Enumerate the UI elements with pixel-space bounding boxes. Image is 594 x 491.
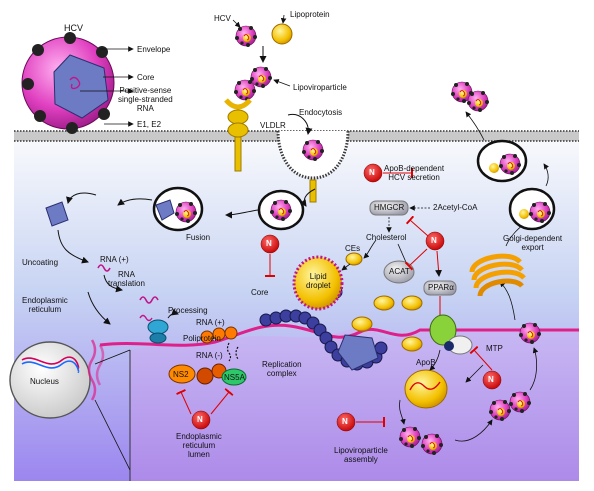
cholesterol-label: Cholesterol	[366, 233, 407, 242]
rna-translation-label: RNA translation	[108, 270, 145, 289]
ribosome-icon	[147, 319, 169, 344]
fusion-label: Fusion	[186, 233, 211, 242]
apob-secretion-label: ApoB-dependent HCV secretion	[384, 164, 445, 183]
ces-droplet-icon	[345, 252, 363, 266]
capsid-icon	[45, 201, 69, 227]
mtp-label: MTP	[486, 344, 503, 353]
er-lumen-label: Endoplasmic reticulum lumen	[176, 432, 222, 460]
ppar-label: PPARα	[428, 283, 454, 292]
inhibitor-symbol: N	[342, 417, 348, 426]
envelope-label: Envelope	[137, 45, 171, 54]
inhibitor-symbol: N	[266, 239, 272, 248]
ppar-node	[423, 280, 457, 296]
apob-label: ApoB	[416, 358, 436, 367]
ns5a-label: NS5A	[224, 373, 245, 382]
fusion-endosome-icon	[152, 186, 204, 232]
replication-complex-label: Replication complex	[262, 360, 302, 379]
lipoprotein-label: Lipoprotein	[290, 10, 330, 19]
uncoating-label: Uncoating	[22, 258, 59, 267]
inhibitor-symbol: N	[369, 168, 375, 177]
legend-virion-icon	[21, 32, 115, 134]
golgi-icon	[469, 253, 526, 297]
lipid-droplet-icon	[292, 255, 344, 311]
mtp-complex-icon	[429, 314, 473, 355]
acetyl-coa-label: 2Acetyl-CoA	[433, 203, 478, 212]
secretory-vesicle-icon	[508, 187, 556, 231]
rna-minus-label: RNA (-)	[196, 351, 223, 360]
core-replication-label: Core	[251, 288, 269, 297]
endosome-icon	[257, 189, 305, 231]
er-label: Endoplasmic reticulum	[22, 296, 68, 315]
viral-rna-icon	[97, 264, 111, 272]
inhibitor-symbol: N	[431, 236, 437, 245]
secretory-vesicle-icon	[476, 139, 528, 183]
rna-plus-label: RNA (+)	[100, 255, 129, 264]
polyprotein-chain-icon	[200, 326, 238, 344]
apob-particle-icon	[404, 369, 448, 409]
lipid-droplet-label: Lipid droplet	[306, 272, 331, 291]
nucleus-icon	[9, 341, 91, 419]
processing-label: Processing	[168, 306, 208, 315]
ns2-label: NS2	[173, 370, 189, 379]
nucleus-label: Nucleus	[30, 377, 59, 386]
er-membrane	[99, 323, 579, 347]
rna-plus-replication-label: RNA (+)	[196, 318, 225, 327]
lipoviroparticle-label: Lipoviroparticle	[293, 83, 347, 92]
acat-label: ACAT	[389, 267, 410, 276]
polyprotein-label: Poliprotein	[183, 334, 221, 343]
legend-title: HCV	[64, 23, 84, 33]
er-lumen-region	[130, 327, 579, 481]
glycoprotein-label: E1, E2	[137, 120, 162, 129]
inhibitor-symbol: N	[197, 415, 203, 424]
hmgcr-label: HMGCR	[374, 203, 405, 212]
ces-label: CEs	[345, 244, 361, 253]
golgi-export-label: Golgi-dependent export	[503, 234, 563, 253]
lipoviroparticle-icon	[233, 79, 257, 102]
core-label: Core	[137, 73, 155, 82]
translated-rna-icon	[139, 296, 159, 304]
released-virion-icon	[466, 90, 490, 113]
replication-proteins-icon	[168, 363, 247, 386]
hcv-label: HCV	[214, 14, 231, 23]
hcv-virion-icon	[234, 25, 258, 48]
vldlr-receptor-icon	[224, 98, 252, 172]
endocytosis-label: Endocytosis	[299, 108, 343, 117]
rna-label: Positive-sense single-stranded RNA	[118, 86, 173, 114]
lipoprotein-icon	[271, 23, 293, 45]
vldlr-label: VLDLR	[260, 121, 286, 130]
er-stack-icon	[87, 339, 97, 401]
vldl-particles-icon	[351, 295, 423, 352]
inhibitor-symbol: N	[488, 375, 494, 384]
assembly-label: Lipoviroparticle assembly	[334, 446, 388, 465]
hmgcr-node	[369, 200, 409, 216]
